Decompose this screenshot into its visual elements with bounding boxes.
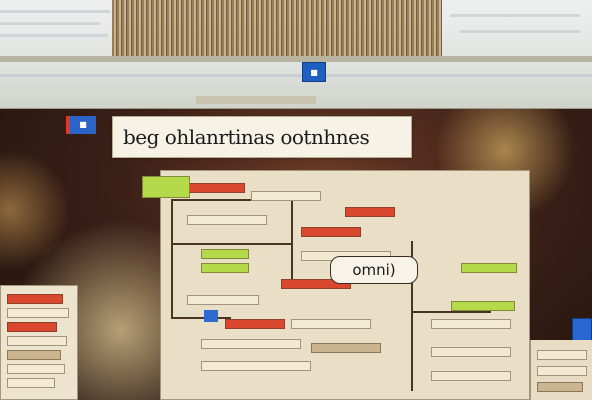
address-bar[interactable]: [196, 96, 316, 104]
toolbar-stripe: [450, 14, 580, 17]
connector-line: [291, 199, 293, 289]
tree-node[interactable]: [301, 227, 361, 237]
tree-node[interactable]: [345, 207, 395, 217]
tree-node[interactable]: [201, 361, 311, 371]
title-card: beg ohlanrtinas ootnhnes: [112, 116, 412, 158]
list-item[interactable]: [7, 378, 55, 388]
list-item[interactable]: [537, 382, 583, 392]
tree-node[interactable]: [251, 191, 321, 201]
toolbar-stripe: [0, 74, 592, 77]
toolbar-divider: [0, 56, 592, 62]
tree-node[interactable]: [431, 347, 511, 357]
connector-line: [411, 311, 491, 313]
tree-node[interactable]: [187, 295, 259, 305]
tree-node[interactable]: [201, 263, 249, 273]
list-item[interactable]: [7, 322, 57, 332]
list-item[interactable]: [7, 294, 63, 304]
mindmap-canvas: [160, 170, 530, 400]
tree-node[interactable]: [225, 319, 285, 329]
connector-line: [171, 199, 251, 201]
list-item[interactable]: [7, 350, 61, 360]
root-node[interactable]: [142, 176, 190, 198]
side-panel-icon[interactable]: [572, 318, 592, 342]
app-icon[interactable]: ■: [302, 62, 326, 82]
tree-node[interactable]: [281, 279, 351, 289]
connector-line: [171, 199, 173, 319]
right-panel: [530, 340, 592, 400]
tree-node[interactable]: [431, 319, 511, 329]
small-app-icon[interactable]: [204, 310, 218, 322]
tree-node[interactable]: [187, 183, 245, 193]
connector-line: [171, 243, 291, 245]
connector-line: [411, 241, 413, 391]
document-icon[interactable]: ■: [66, 116, 96, 134]
tree-node[interactable]: [291, 319, 371, 329]
toolbar-stripe: [0, 22, 100, 25]
left-list-panel: [0, 285, 78, 400]
list-item[interactable]: [537, 366, 587, 376]
tree-node[interactable]: [451, 301, 515, 311]
node-callout[interactable]: omni): [330, 256, 418, 284]
page-title: beg ohlanrtinas ootnhnes: [123, 125, 370, 149]
tree-node[interactable]: [431, 371, 511, 381]
list-item[interactable]: [7, 364, 65, 374]
tree-node[interactable]: [311, 343, 381, 353]
tree-node[interactable]: [201, 339, 301, 349]
list-item[interactable]: [7, 336, 67, 346]
toolbar-stripe: [0, 10, 110, 13]
toolbar-stripe: [0, 86, 592, 89]
header-image: [112, 0, 442, 56]
toolbar-stripe: [0, 34, 108, 37]
tree-node[interactable]: [201, 249, 249, 259]
top-toolbar: ■: [0, 0, 592, 109]
tree-node[interactable]: [461, 263, 517, 273]
toolbar-stripe: [460, 30, 580, 33]
list-item[interactable]: [7, 308, 69, 318]
tree-node[interactable]: [187, 215, 267, 225]
list-item[interactable]: [537, 350, 587, 360]
connector-line: [171, 317, 231, 319]
